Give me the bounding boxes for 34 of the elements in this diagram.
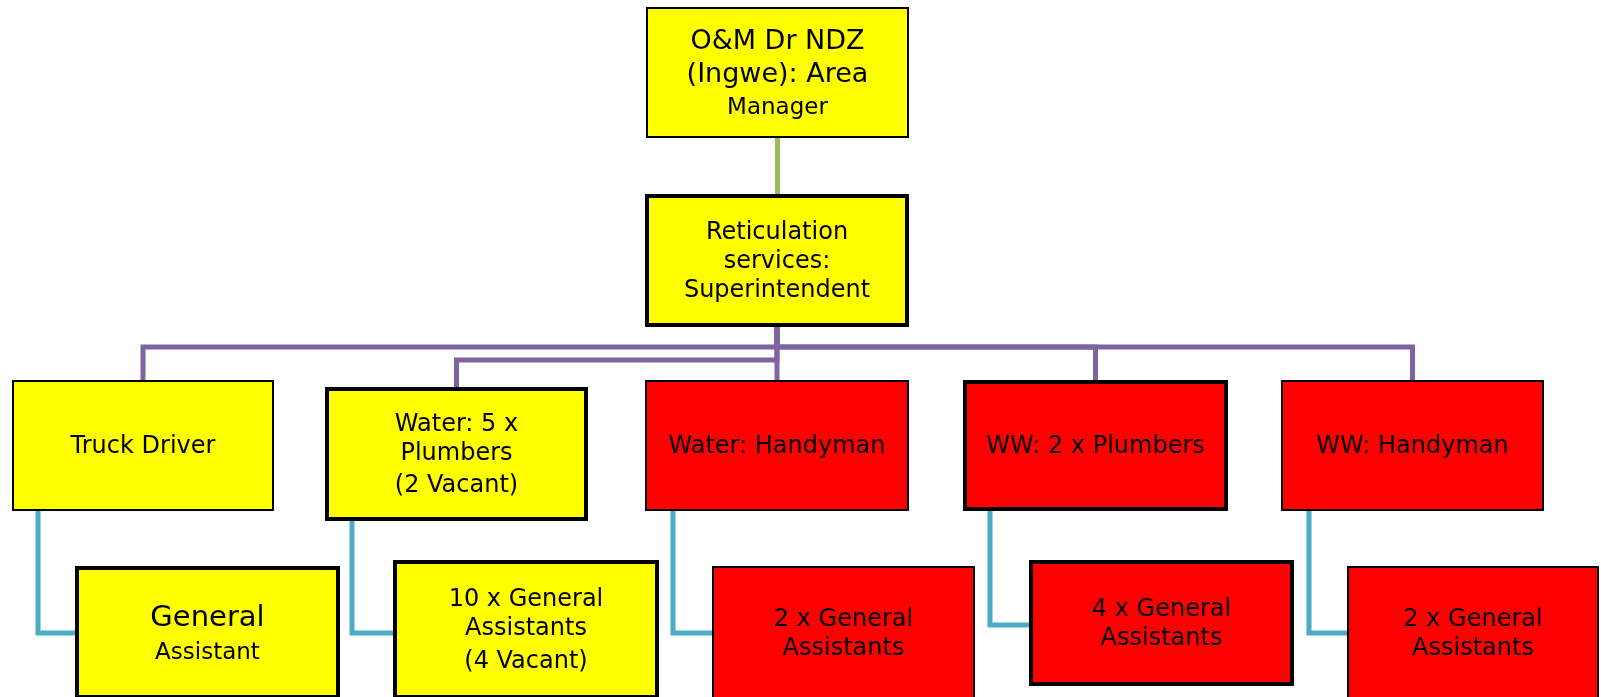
connector-line <box>670 511 712 636</box>
connector-line <box>35 511 75 636</box>
role-title: Water: Handyman <box>668 431 886 460</box>
connector-line <box>775 138 780 194</box>
vacant-role-box <box>1347 566 1599 697</box>
role-box <box>393 560 659 697</box>
role-title: Water: 5 x Plumbers <box>393 408 520 467</box>
role-title: WW: 2 x Plumbers <box>986 431 1205 460</box>
connector-line <box>1306 511 1347 636</box>
role-title: (2 Vacant) <box>394 470 519 500</box>
role-title: 2 x General Assistants <box>772 603 915 662</box>
vacant-role-box <box>645 380 909 511</box>
role-box <box>646 7 909 138</box>
role-title: (4 Vacant) <box>464 645 588 675</box>
connector-line <box>349 521 393 636</box>
role-title: 2 x General Assistants <box>1402 603 1544 662</box>
role-box <box>12 380 274 511</box>
role-title: WW: Handyman <box>1316 431 1509 460</box>
role-title: General <box>150 599 265 635</box>
role-box <box>645 194 909 327</box>
role-title: O&M Dr NDZ (Ingwe): Area <box>685 24 870 90</box>
role-title: Assistant <box>155 638 260 666</box>
vacant-role-box <box>963 380 1228 511</box>
connector-line <box>987 511 1029 628</box>
role-title: 4 x General Assistants <box>1090 594 1233 652</box>
role-title: Manager <box>727 93 828 121</box>
role-title: 10 x General Assistants <box>447 584 605 642</box>
vacant-role-box <box>712 566 975 697</box>
role-box <box>75 566 340 697</box>
role-title: Reticulation services: Superintendent <box>682 217 872 304</box>
role-box <box>325 387 588 521</box>
vacant-role-box <box>1029 560 1294 686</box>
vacant-role-box <box>1281 380 1544 511</box>
role-title: Truck Driver <box>70 431 216 460</box>
